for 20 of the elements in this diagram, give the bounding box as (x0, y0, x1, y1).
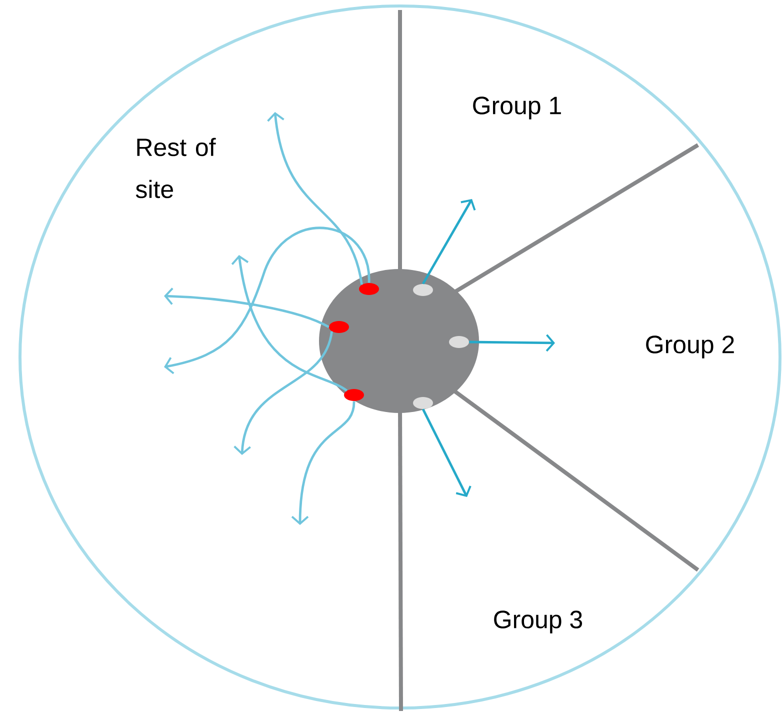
region-label: Group 3 (494, 610, 582, 634)
dot (344, 389, 364, 401)
arrow (164, 226, 370, 374)
dot (413, 284, 433, 296)
dot (359, 283, 379, 295)
region-label: Rest of site (136, 138, 216, 198)
arrow (422, 199, 476, 284)
region-label: Group 1 (473, 96, 561, 120)
dot (329, 321, 349, 333)
region-label: Group 2 (646, 336, 734, 358)
arrow (291, 401, 356, 525)
dot (449, 336, 469, 348)
hub-circle (319, 269, 479, 413)
arrow (234, 331, 333, 455)
dot (413, 397, 433, 409)
arrow (267, 112, 363, 285)
arrow (469, 334, 555, 352)
arrow (231, 255, 348, 392)
arrow (422, 408, 472, 497)
arrow (164, 288, 330, 328)
